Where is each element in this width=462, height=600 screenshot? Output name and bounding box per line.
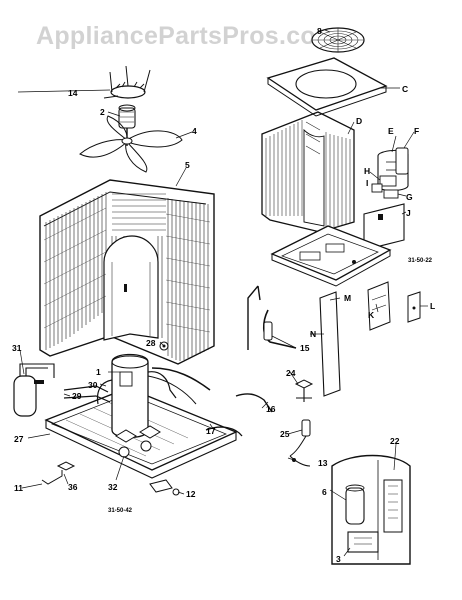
corner-post-part-M bbox=[247, 285, 261, 350]
fan-guard-part-14 bbox=[103, 65, 151, 99]
callout-labels: 14 2 4 5 31 28 1 30 29 27 11 36 32 12 17… bbox=[12, 26, 435, 564]
fan-grille-part-8 bbox=[311, 27, 365, 53]
callout-L: L bbox=[430, 301, 435, 311]
tubing-parts-29-30 bbox=[63, 385, 111, 403]
valve-part-24 bbox=[294, 379, 314, 402]
condenser-coil-part-5 bbox=[39, 179, 215, 365]
callout-K: K bbox=[368, 310, 375, 320]
diagram-code-bottom: 31-50-42 bbox=[108, 508, 133, 514]
valve-part-36 bbox=[41, 461, 76, 485]
callout-3: 3 bbox=[336, 554, 341, 564]
sensor-part-25 bbox=[289, 419, 311, 457]
callout-D: D bbox=[356, 116, 362, 126]
callout-29: 29 bbox=[72, 391, 82, 401]
callout-F: F bbox=[414, 126, 419, 136]
base-plate-assembly bbox=[270, 225, 392, 287]
callout-H: H bbox=[364, 166, 370, 176]
callout-27: 27 bbox=[14, 434, 24, 444]
callout-13: 13 bbox=[318, 458, 328, 468]
wire-part-13 bbox=[289, 455, 311, 467]
callout-4: 4 bbox=[192, 126, 197, 136]
callout-I: I bbox=[366, 178, 368, 188]
leader-lines bbox=[17, 29, 428, 557]
liquid-line-part-15 bbox=[262, 309, 297, 349]
callout-36: 36 bbox=[68, 482, 78, 492]
service-panel-part-N bbox=[319, 291, 341, 397]
tubing-part-16 bbox=[235, 393, 273, 413]
diagram-code-right: 31-50-22 bbox=[408, 258, 433, 264]
callout-25: 25 bbox=[280, 429, 290, 439]
callout-11: 11 bbox=[14, 483, 23, 493]
callout-E: E bbox=[388, 126, 394, 136]
contactor-part-3 bbox=[347, 531, 379, 553]
service-valves-part-32 bbox=[115, 425, 161, 458]
watermark-text: AppliancePartsPros.com bbox=[36, 22, 339, 50]
callout-N: N bbox=[310, 329, 316, 339]
callout-22: 22 bbox=[390, 436, 400, 446]
callout-5: 5 bbox=[185, 160, 190, 170]
callout-30: 30 bbox=[88, 380, 98, 390]
fan-blade-part-4 bbox=[79, 115, 183, 173]
callout-6: 6 bbox=[322, 487, 327, 497]
callout-28: 28 bbox=[146, 338, 156, 348]
bracket-part-12 bbox=[149, 479, 180, 496]
bracket-part-K bbox=[367, 281, 391, 331]
top-cover-part-C bbox=[266, 57, 388, 117]
callout-12: 12 bbox=[186, 489, 196, 499]
callout-1: 1 bbox=[96, 367, 101, 377]
callout-C: C bbox=[402, 84, 408, 94]
callout-31: 31 bbox=[12, 343, 22, 353]
callout-G: G bbox=[406, 192, 413, 202]
callout-2: 2 bbox=[100, 107, 105, 117]
callout-15: 15 bbox=[300, 343, 310, 353]
control-panel-part-J bbox=[363, 203, 405, 251]
callout-16: 16 bbox=[266, 404, 276, 414]
bracket-part-L bbox=[407, 291, 421, 323]
fitting-part-17 bbox=[205, 426, 243, 437]
callout-8: 8 bbox=[317, 26, 322, 36]
wiring-harness bbox=[147, 367, 211, 405]
callout-J: J bbox=[406, 208, 411, 218]
callout-24: 24 bbox=[286, 368, 296, 378]
callout-32: 32 bbox=[108, 482, 118, 492]
callout-17: 17 bbox=[206, 426, 216, 436]
callout-14: 14 bbox=[68, 88, 78, 98]
callout-M: M bbox=[344, 293, 351, 303]
capacitor-part-6 bbox=[345, 484, 365, 525]
coil-assembly-part-D bbox=[261, 111, 355, 233]
capacitor-part-F bbox=[395, 147, 409, 175]
filter-drier-part-31 bbox=[13, 363, 55, 417]
